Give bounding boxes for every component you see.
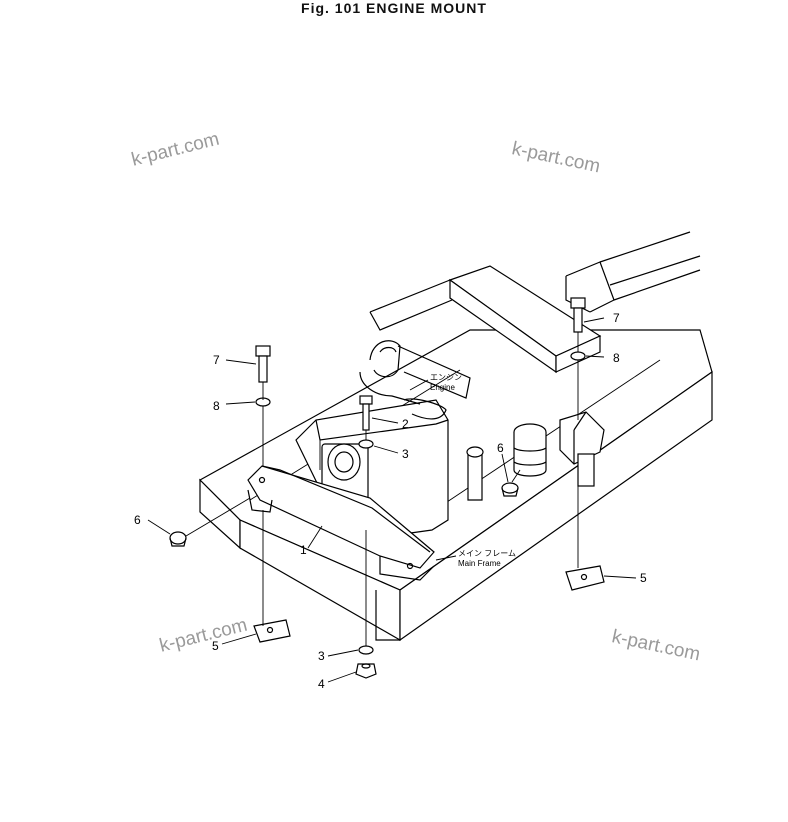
rubber-mount-right [466, 423, 547, 501]
callout-8-left: 8 [213, 399, 220, 413]
assembly-guides [185, 332, 579, 646]
callout-5-right: 5 [640, 571, 647, 585]
cap-6-right [501, 482, 519, 497]
washer-3-upper [358, 439, 374, 449]
callout-7-left: 7 [213, 353, 220, 367]
engine-label-en: Engine [430, 383, 455, 392]
callout-8-right: 8 [613, 351, 620, 365]
washer-8-right [570, 351, 586, 361]
callout-7-right: 7 [613, 311, 620, 325]
callout-6-left: 6 [134, 513, 141, 527]
bolt-7-left [255, 345, 271, 383]
callout-6-right: 6 [497, 441, 504, 455]
callout-3-lower: 3 [318, 649, 325, 663]
engine-label-jp: エンジン [430, 373, 462, 382]
callout-1: 1 [300, 543, 307, 557]
leader-lines [147, 317, 637, 683]
callout-3-upper: 3 [402, 447, 409, 461]
frame-label-en: Main Frame [458, 559, 501, 568]
callout-4: 4 [318, 677, 325, 691]
frame-label-jp: メイン フレーム [458, 549, 516, 558]
right-mount-bracket [559, 411, 605, 487]
callout-2: 2 [402, 417, 409, 431]
shim-5-right [565, 565, 605, 591]
shim-5-left [253, 619, 291, 643]
rear-structure [369, 231, 701, 374]
nut-4 [355, 663, 377, 679]
callout-5-left: 5 [212, 639, 219, 653]
washer-3-lower [358, 645, 374, 655]
cap-6-left [169, 531, 187, 547]
figure-title: Fig. 101 ENGINE MOUNT [301, 0, 487, 16]
crossmember [247, 465, 435, 581]
